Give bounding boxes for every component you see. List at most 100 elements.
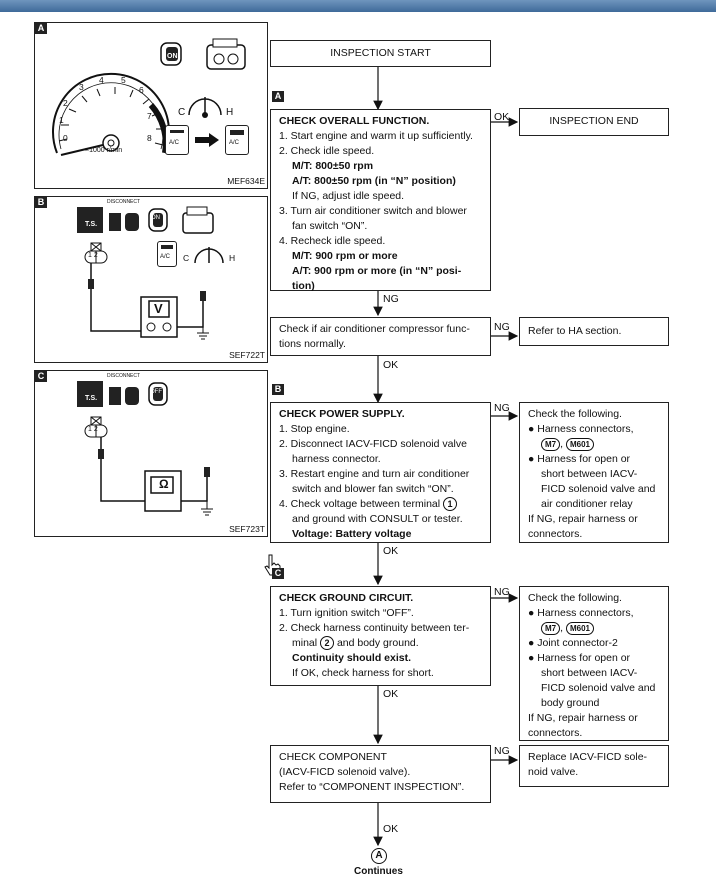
step-line: Check the following.	[528, 408, 622, 420]
ac-switch-on: A/C	[157, 241, 177, 267]
temp-c-label: C	[183, 253, 190, 263]
figure-a-panel: A 0 1 2 3 4 5 6 7 8 ×1000 r/min ON	[34, 22, 268, 189]
step-line: If NG, repair harness or	[528, 712, 638, 724]
ts-icon	[77, 207, 103, 233]
ignition-key-icon	[148, 382, 168, 406]
disconnect-connector-icon	[109, 213, 139, 231]
step-line: If NG, repair harness or	[528, 513, 638, 525]
gauge-tick-5: 5	[121, 75, 126, 85]
header-bar	[0, 0, 716, 12]
step-line: 4. Check voltage between terminal	[279, 498, 441, 510]
gauge-tick-1: 1	[59, 115, 64, 125]
step-line: tions normally.	[279, 338, 346, 350]
continues-marker-label: A	[375, 850, 383, 861]
meter-label: Ω	[159, 477, 169, 491]
step-line: FICD solenoid valve and	[541, 483, 656, 495]
gauge-tick-4: 4	[99, 75, 104, 85]
check-component-box: CHECK COMPONENT (IACV-FICD solenoid valv…	[270, 745, 491, 803]
gauge-tick-0: 0	[63, 133, 68, 143]
inspection-start-label: INSPECTION START	[330, 47, 431, 59]
gauge-tick-3: 3	[79, 82, 84, 92]
step-line: 2. Check harness continuity between ter-	[279, 622, 470, 634]
check-ground-circuit-box: CHECK GROUND CIRCUIT. 1. Turn ignition s…	[270, 586, 491, 686]
ng-label: NG	[494, 745, 510, 757]
figure-c-tag: C	[35, 371, 47, 382]
figure-b-tag: B	[35, 197, 47, 208]
figure-c-caption: SEF723T	[229, 524, 265, 534]
continues-marker: A	[371, 848, 387, 864]
temperature-dial-icon	[194, 247, 224, 264]
terminal-1-marker: 1	[443, 497, 458, 511]
step-line: ● Harness connectors,	[528, 607, 634, 619]
step-line: minal	[292, 637, 318, 649]
ts-icon	[77, 381, 103, 407]
ts-label: T.S.	[85, 395, 98, 402]
ng-label: NG	[494, 586, 510, 598]
ignition-key-icon	[148, 208, 168, 232]
ignition-on-label: ON	[151, 215, 160, 221]
ac-label-on: A/C	[229, 140, 240, 146]
step-line: short between IACV-	[541, 667, 638, 679]
step-line: (IACV-FICD solenoid valve).	[279, 766, 411, 778]
step-line: 2. Check idle speed.	[279, 145, 375, 157]
gauge-tick-2: 2	[63, 98, 68, 108]
gauge-tick-6: 6	[139, 85, 144, 95]
step-line: Continuity should exist.	[292, 652, 412, 664]
step-line: Replace IACV-FICD sole-	[528, 751, 648, 763]
step-line: If OK, check harness for short.	[292, 667, 434, 679]
temp-c-label: C	[178, 107, 186, 118]
step-line: M/T: 800±50 rpm	[292, 160, 374, 172]
step-line: ● Joint connector-2	[528, 637, 618, 649]
step-title: CHECK POWER SUPPLY.	[279, 408, 405, 420]
ignition-off-label: OFF	[150, 389, 162, 395]
ok-label: OK	[383, 359, 399, 371]
flow-tag-c: C	[272, 568, 284, 579]
ignition-on-label: ON	[167, 53, 178, 60]
flow-tag-a: A	[272, 91, 284, 102]
power-supply-ng-box: Check the following. ● Harness connector…	[519, 402, 669, 543]
check-overall-function-box: CHECK OVERALL FUNCTION. 1. Start engine …	[270, 109, 491, 292]
inspection-end-box: INSPECTION END	[519, 108, 669, 136]
engine-icon	[182, 206, 214, 234]
gauge-tick-8: 8	[147, 133, 152, 143]
step-line: connectors.	[528, 528, 583, 540]
check-compressor-box: Check if air conditioner compressor func…	[270, 317, 491, 356]
ground-circuit-ng-box: Check the following. ● Harness connector…	[519, 586, 669, 741]
refer-ha-label: Refer to HA section.	[528, 325, 622, 337]
ng-label: NG	[383, 293, 399, 305]
connector-pins: 1 2	[88, 252, 98, 259]
step-line: tion)	[292, 280, 315, 292]
ac-label: A/C	[169, 140, 180, 146]
gauge-tick-7: 7	[147, 111, 152, 121]
meter-label: V	[154, 301, 163, 316]
step-line: ● Harness for open or	[528, 652, 631, 664]
ok-label: OK	[383, 545, 399, 557]
step-line: 4. Recheck idle speed.	[279, 235, 386, 247]
connector-pins: 1 2	[88, 426, 98, 433]
disconnect-connector-icon	[109, 387, 139, 405]
connector-m7-badge: M7	[541, 438, 561, 451]
step-line: short between IACV-	[541, 468, 638, 480]
ng-label: NG	[494, 402, 510, 414]
figure-b-panel: B T.S. DISCONNECT ON A/C C H	[34, 196, 268, 363]
inspection-end-label: INSPECTION END	[549, 115, 639, 127]
step-line: ● Harness connectors,	[528, 423, 634, 435]
step-line: Refer to “COMPONENT INSPECTION”.	[279, 781, 465, 793]
ac-switch-on: A/C	[225, 125, 249, 155]
step-line: harness connector.	[292, 453, 381, 465]
replace-valve-box: Replace IACV-FICD sole- noid valve.	[519, 745, 669, 787]
flow-tag-b: B	[272, 384, 284, 395]
voltage-circuit-diagram	[84, 242, 209, 340]
step-line: Check the following.	[528, 592, 622, 604]
step-line: switch and blower fan switch “ON”.	[292, 483, 454, 495]
step-line: noid valve.	[528, 766, 579, 778]
ac-switch-off: A/C	[165, 125, 189, 155]
continuity-circuit-diagram	[84, 416, 213, 516]
continues-label: Continues	[354, 866, 403, 877]
step-line: ● Harness for open or	[528, 453, 631, 465]
temp-h-label: H	[226, 107, 234, 118]
connector-m7-badge: M7	[541, 622, 561, 635]
ok-label: OK	[383, 823, 399, 835]
temp-h-label: H	[229, 253, 236, 263]
